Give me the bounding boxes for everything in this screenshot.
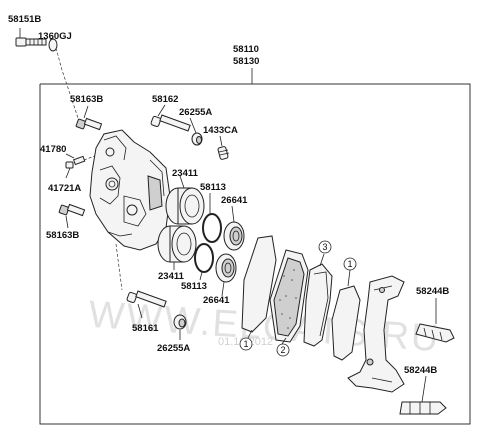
shim-outer[interactable] (241, 235, 277, 333)
bleeder-cap-1433CA[interactable] (217, 146, 230, 160)
leader (221, 281, 225, 297)
seal-58113-top[interactable] (202, 213, 222, 243)
svg-text:1: 1 (243, 339, 248, 349)
boot-26255A-top[interactable] (191, 132, 203, 146)
label-58162[interactable]: 58162 (152, 94, 178, 105)
bolt-58163B-bottom[interactable] (58, 203, 86, 217)
piston-23411-bottom[interactable] (157, 225, 197, 263)
leader (281, 337, 287, 345)
label-58151B[interactable]: 58151B (8, 14, 41, 25)
dash-line (115, 243, 123, 291)
label-58161[interactable]: 58161 (132, 323, 159, 334)
caliper-body[interactable] (89, 129, 171, 251)
label-26255A-bottom[interactable]: 26255A (157, 343, 190, 354)
label-23411-bottom[interactable]: 23411 (158, 271, 185, 282)
washer-1360GJ[interactable] (48, 38, 58, 52)
label-1433CA[interactable]: 1433CA (203, 125, 238, 136)
assembly-frame (39, 83, 471, 425)
callout-1-right: 1 (343, 257, 357, 271)
cap-41721A[interactable] (65, 161, 74, 169)
label-58113-top[interactable]: 58113 (200, 182, 226, 193)
label-58113-bottom[interactable]: 58113 (181, 281, 207, 292)
label-41780[interactable]: 41780 (40, 144, 66, 155)
label-1360GJ[interactable]: 1360GJ (38, 31, 72, 42)
bolt-58163B-top[interactable] (75, 117, 103, 131)
svg-text:3: 3 (322, 242, 327, 252)
callout-3: 3 (318, 240, 332, 254)
label-58244B-top[interactable]: 58244B (416, 286, 449, 297)
leader (157, 104, 166, 117)
seal-58113-bottom[interactable] (194, 243, 214, 273)
label-58163B-top[interactable]: 58163B (70, 94, 103, 105)
label-26641-top[interactable]: 26641 (221, 195, 248, 206)
leader (65, 153, 75, 159)
brake-pad-inner[interactable] (303, 263, 333, 347)
leader (319, 253, 325, 267)
callout-1-top: 1 (239, 337, 253, 351)
leader (65, 215, 69, 229)
abutment-clip-58244B-top[interactable] (415, 323, 455, 343)
dust-boot-26641-top[interactable] (223, 221, 245, 251)
label-26255A-top[interactable]: 26255A (179, 107, 212, 118)
label-41721A[interactable]: 41721A (48, 183, 81, 194)
leader (219, 135, 223, 147)
callout-2: 2 (276, 343, 290, 357)
svg-text:2: 2 (280, 345, 285, 355)
leader (347, 269, 351, 287)
leader (49, 37, 54, 41)
label-58244B-bottom[interactable]: 58244B (404, 365, 437, 376)
dust-boot-26641-bottom[interactable] (215, 253, 237, 283)
leader (421, 375, 427, 403)
guide-pin-58162[interactable] (150, 114, 191, 132)
label-58163B-bottom[interactable]: 58163B (46, 230, 79, 241)
leader (65, 167, 71, 179)
label-26641-bottom[interactable]: 26641 (203, 295, 230, 306)
leader (199, 271, 203, 281)
piston-23411-top[interactable] (165, 187, 205, 225)
guide-pin-58161[interactable] (126, 290, 167, 308)
leader (231, 205, 235, 223)
caliper-carrier[interactable] (347, 275, 405, 393)
bleeder-screw-41780[interactable] (72, 155, 86, 166)
leader (189, 117, 197, 134)
leader (83, 105, 89, 119)
dash-line (55, 47, 79, 119)
boot-26255A-bottom[interactable] (173, 314, 187, 330)
label-58130[interactable]: 58130 (233, 56, 259, 67)
leader (137, 303, 143, 319)
svg-text:1: 1 (347, 259, 352, 269)
brake-pad-outer[interactable] (269, 249, 309, 343)
bolt-58151B[interactable] (15, 37, 47, 47)
leader (179, 175, 185, 189)
leader (247, 329, 253, 339)
label-23411-top[interactable]: 23411 (172, 168, 199, 179)
shim-inner[interactable] (331, 285, 361, 361)
dash-line (83, 153, 101, 161)
abutment-clip-58244B-bottom[interactable] (399, 401, 447, 415)
label-58110[interactable]: 58110 (233, 44, 259, 55)
